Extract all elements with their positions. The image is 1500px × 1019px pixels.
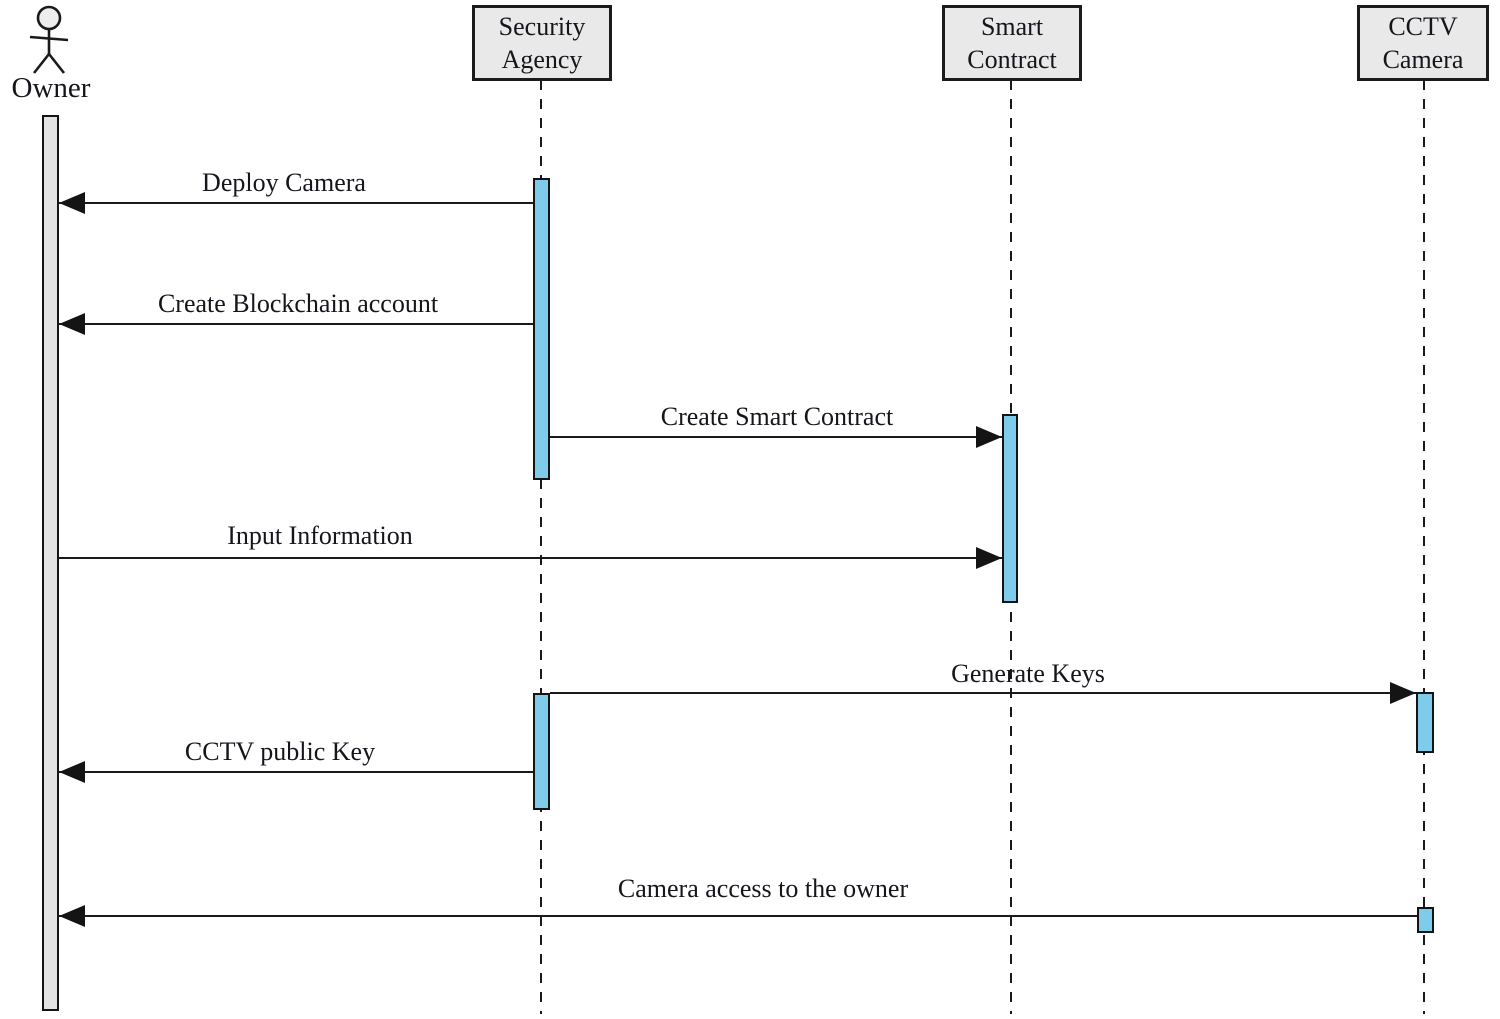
lifeline-cctv-camera bbox=[1423, 80, 1425, 1014]
message-label: CCTV public Key bbox=[184, 737, 376, 766]
security-agency-label-line1: Security bbox=[498, 12, 586, 41]
arrowhead-left-icon bbox=[59, 761, 85, 783]
actor-owner-label: Owner bbox=[11, 72, 91, 104]
message-label: Create Smart Contract bbox=[660, 402, 894, 431]
message-line bbox=[59, 202, 533, 204]
activation-bar-security-agency-1 bbox=[533, 178, 550, 480]
activation-bar-security-agency-2 bbox=[533, 693, 550, 810]
cctv-camera-label-line2: Camera bbox=[1382, 45, 1464, 74]
message-label: Input Information bbox=[227, 521, 413, 550]
message-line bbox=[550, 436, 1002, 438]
message-label: Generate Keys bbox=[951, 659, 1105, 688]
arrowhead-right-icon bbox=[1390, 682, 1416, 704]
arrowhead-right-icon bbox=[976, 547, 1002, 569]
smart-contract-label-line2: Contract bbox=[967, 45, 1057, 74]
message-line bbox=[59, 323, 533, 325]
message-line bbox=[59, 557, 1002, 559]
lifeline-security-agency bbox=[540, 80, 542, 1014]
lifeline-head-smart-contract: Smart Contract bbox=[942, 5, 1082, 81]
message-line bbox=[59, 915, 1417, 917]
message-label: Deploy Camera bbox=[202, 168, 366, 197]
message-label: Camera access to the owner bbox=[617, 874, 909, 903]
activation-bar-cctv-camera-2 bbox=[1417, 907, 1434, 933]
arrowhead-left-icon bbox=[59, 192, 85, 214]
message-label: Create Blockchain account bbox=[157, 289, 439, 318]
stick-figure-icon bbox=[29, 5, 69, 74]
lifeline-head-security-agency: Security Agency bbox=[472, 5, 612, 81]
security-agency-label-line2: Agency bbox=[501, 45, 583, 74]
actor-owner: Owner bbox=[0, 0, 102, 110]
arrowhead-left-icon bbox=[59, 905, 85, 927]
message-line bbox=[59, 771, 533, 773]
activation-bar-cctv-camera-1 bbox=[1416, 692, 1434, 753]
smart-contract-label-line1: Smart bbox=[980, 12, 1044, 41]
activation-bar-owner bbox=[42, 115, 59, 1011]
cctv-camera-label-line1: CCTV bbox=[1388, 12, 1458, 41]
message-line bbox=[550, 692, 1416, 694]
lifeline-head-cctv-camera: CCTV Camera bbox=[1357, 5, 1489, 81]
arrowhead-left-icon bbox=[59, 313, 85, 335]
arrowhead-right-icon bbox=[976, 426, 1002, 448]
activation-bar-smart-contract bbox=[1002, 414, 1018, 603]
